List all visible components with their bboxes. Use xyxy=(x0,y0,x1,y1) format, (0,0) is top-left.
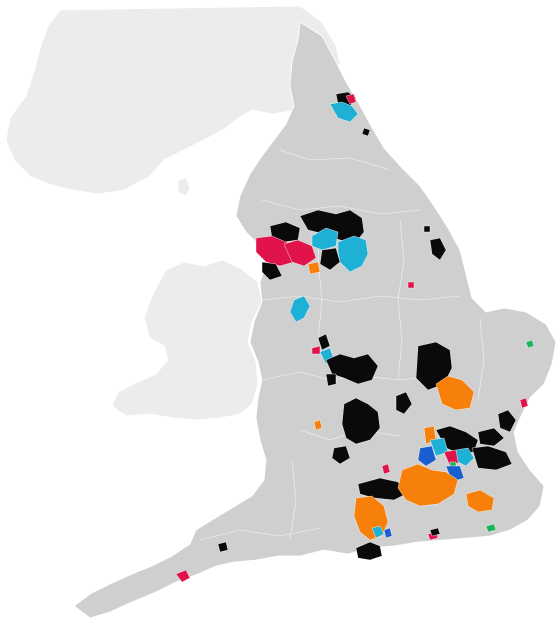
results-layer xyxy=(175,91,535,583)
area-bournemouth xyxy=(429,527,441,537)
area-kent-thames xyxy=(471,445,513,471)
area-reading-dot xyxy=(381,463,391,475)
area-portsmouth xyxy=(383,527,393,539)
area-cheshire xyxy=(289,295,311,323)
area-nottingham xyxy=(325,353,379,385)
wales-land xyxy=(111,259,263,421)
area-south-yorkshire xyxy=(337,235,369,273)
area-northampton xyxy=(395,391,413,415)
area-thames-valley xyxy=(357,477,407,501)
area-southampton xyxy=(371,525,385,539)
area-essex-north xyxy=(497,409,517,433)
area-greater-manchester-east xyxy=(311,227,339,251)
area-merseyside-west xyxy=(261,261,283,281)
area-essex-south xyxy=(477,427,505,447)
area-west-london xyxy=(417,445,437,467)
area-humber-north xyxy=(423,225,431,233)
england-land xyxy=(73,21,557,619)
area-cambridgeshire xyxy=(435,375,475,411)
area-suffolk-dot xyxy=(519,397,529,409)
area-east-london xyxy=(455,447,475,467)
area-derby-dot xyxy=(311,345,321,355)
area-plymouth-dot xyxy=(175,569,191,583)
area-worcester xyxy=(331,445,351,465)
area-surrey-berkshire xyxy=(397,463,459,507)
area-norfolk-dot xyxy=(525,339,535,349)
area-sunderland xyxy=(361,127,371,137)
isle-of-man xyxy=(177,177,191,197)
area-sussex xyxy=(465,489,495,513)
area-derby xyxy=(317,333,331,351)
area-exeter-dot xyxy=(217,541,229,553)
area-coventry-warwick xyxy=(341,397,381,445)
area-leicester-north xyxy=(325,373,337,387)
area-humber-east xyxy=(429,237,447,261)
area-lincolnshire-dot xyxy=(407,281,415,289)
area-hereford-dot xyxy=(313,419,323,431)
area-kent-dot xyxy=(485,523,497,533)
area-merseyside-edge xyxy=(307,261,321,275)
area-tyneside-east xyxy=(345,93,357,105)
area-isle-of-wight xyxy=(355,541,383,561)
area-tyneside-south xyxy=(329,101,359,123)
area-greater-manchester-west xyxy=(283,239,317,267)
area-yorkshire-south-west xyxy=(319,247,341,271)
